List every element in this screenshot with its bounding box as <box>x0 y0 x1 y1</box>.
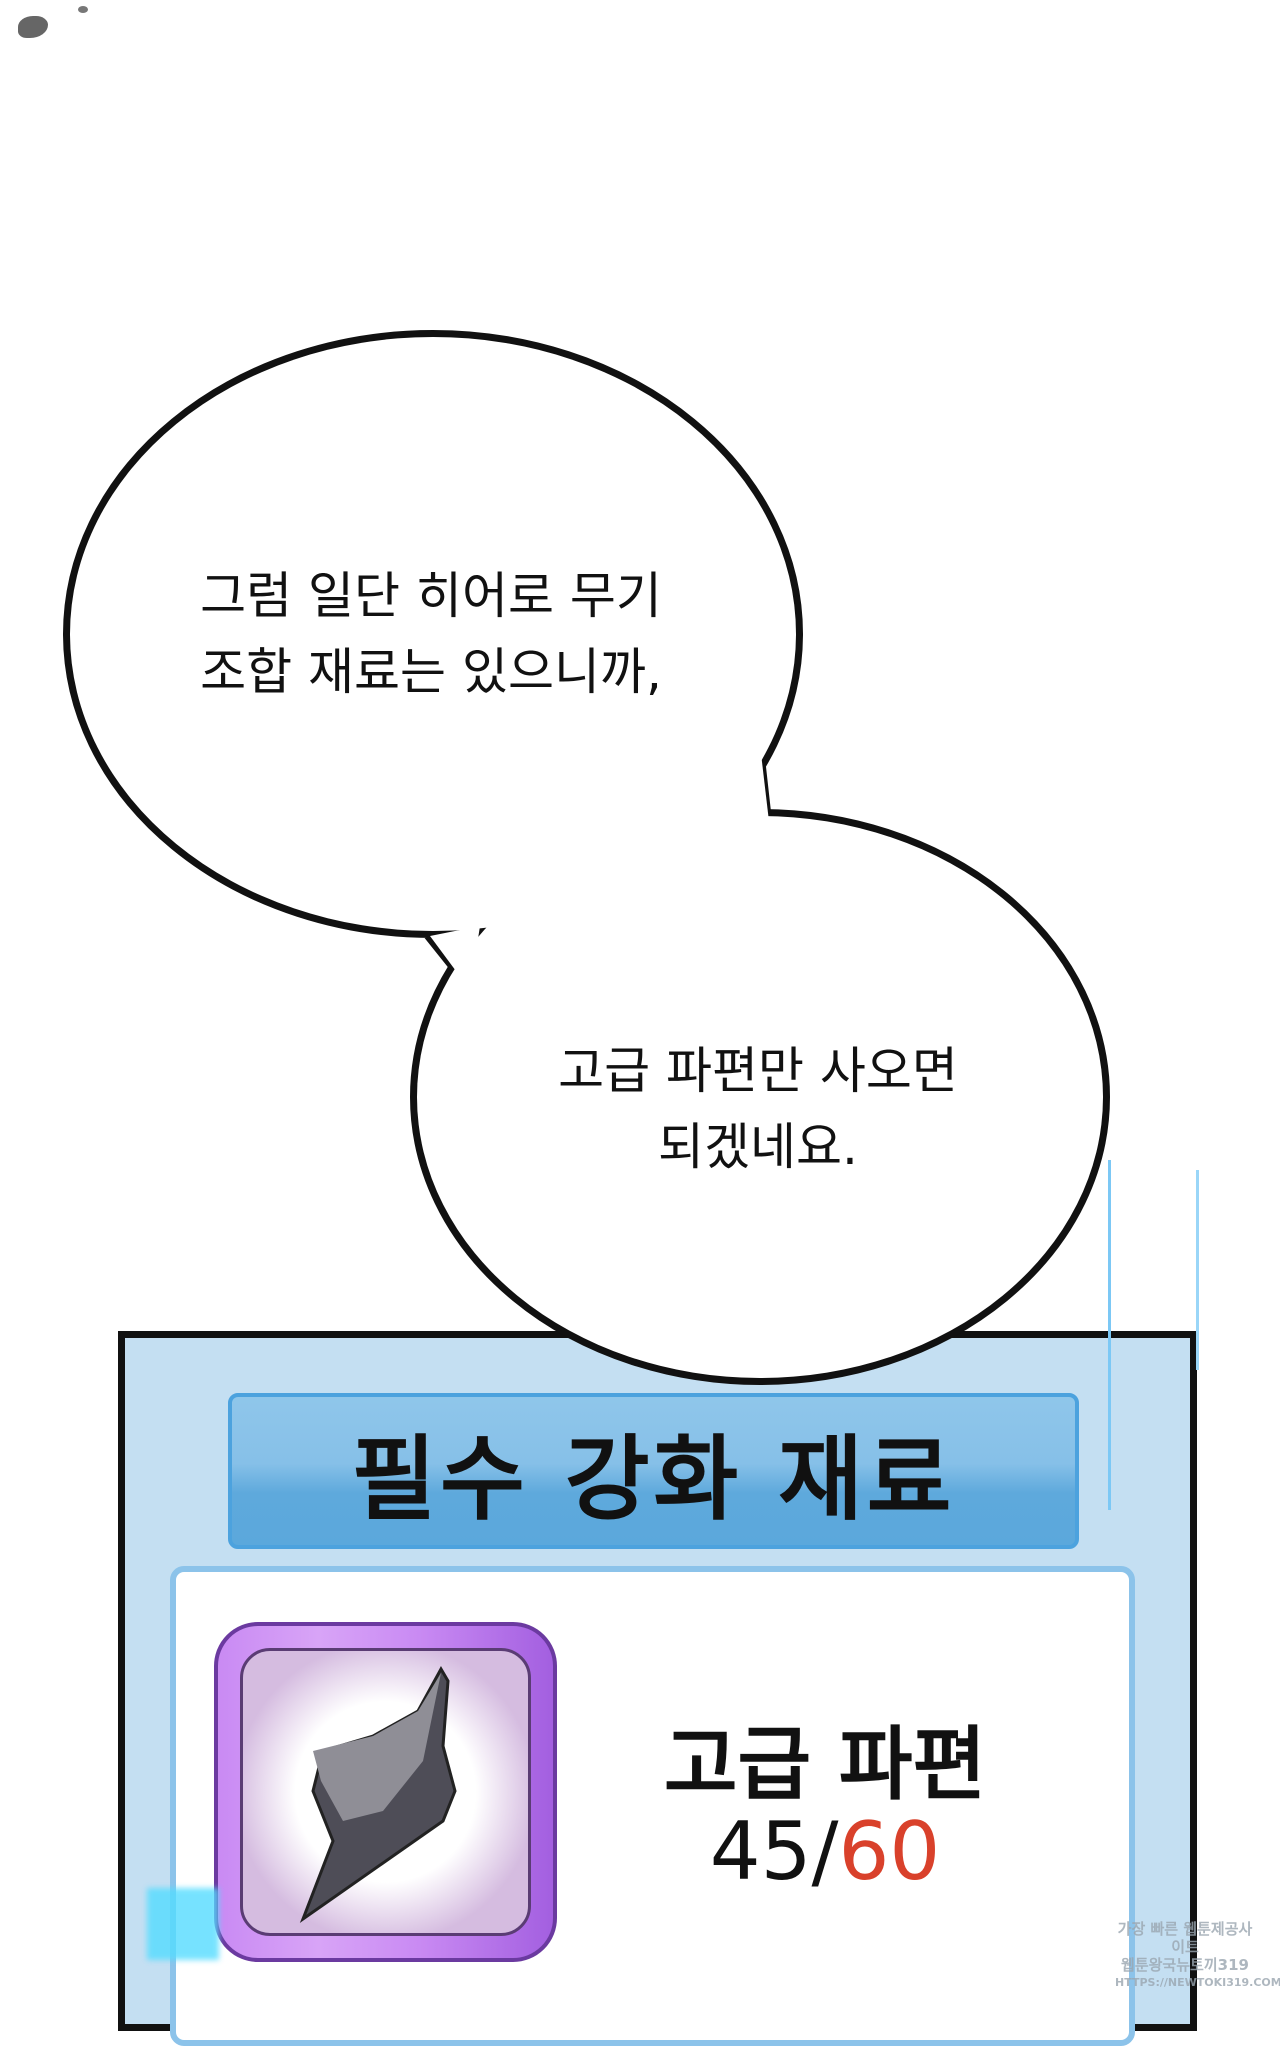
panel-title: 필수 강화 재료 <box>351 1425 956 1533</box>
watermark-line: 가장 빠른 웹툰제공사이트 <box>1117 1920 1253 1956</box>
sparkle-effect <box>1108 1160 1111 1510</box>
item-count: 45/60 <box>600 1805 1050 1898</box>
dialogue-line: 되겠네요. <box>658 1118 858 1176</box>
owned-count: 45 <box>709 1805 812 1898</box>
dialogue-line: 고급 파편만 사오면 <box>558 1042 958 1100</box>
dialogue-line: 조합 재료는 있으니까, <box>200 643 662 701</box>
ink-splatter <box>78 6 88 13</box>
count-separator: / <box>811 1805 839 1898</box>
sparkle-effect <box>147 1888 219 1960</box>
watermark: 가장 빠른 웹툰제공사이트 웹툰왕국뉴토끼319 HTTPS://NEWTOKI… <box>1115 1920 1280 1992</box>
watermark-line: HTTPS://NEWTOKI319.COM <box>1115 1976 1280 1989</box>
panel-header: 필수 강화 재료 <box>228 1393 1079 1549</box>
ink-splatter <box>18 16 48 38</box>
required-count: 60 <box>838 1805 941 1898</box>
sparkle-effect <box>1196 1170 1199 1370</box>
speech-bubbles <box>63 330 1110 1385</box>
speech-bubble-1: 그럼 일단 히어로 무기 조합 재료는 있으니까, <box>131 558 731 710</box>
dialogue-line: 그럼 일단 히어로 무기 <box>200 567 662 625</box>
stone-fragment-icon <box>214 1622 557 1962</box>
watermark-line: 웹툰왕국뉴토끼319 <box>1121 1956 1249 1974</box>
item-name: 고급 파편 <box>663 1718 987 1811</box>
speech-bubble-2: 고급 파편만 사오면 되겠네요. <box>458 1033 1058 1185</box>
